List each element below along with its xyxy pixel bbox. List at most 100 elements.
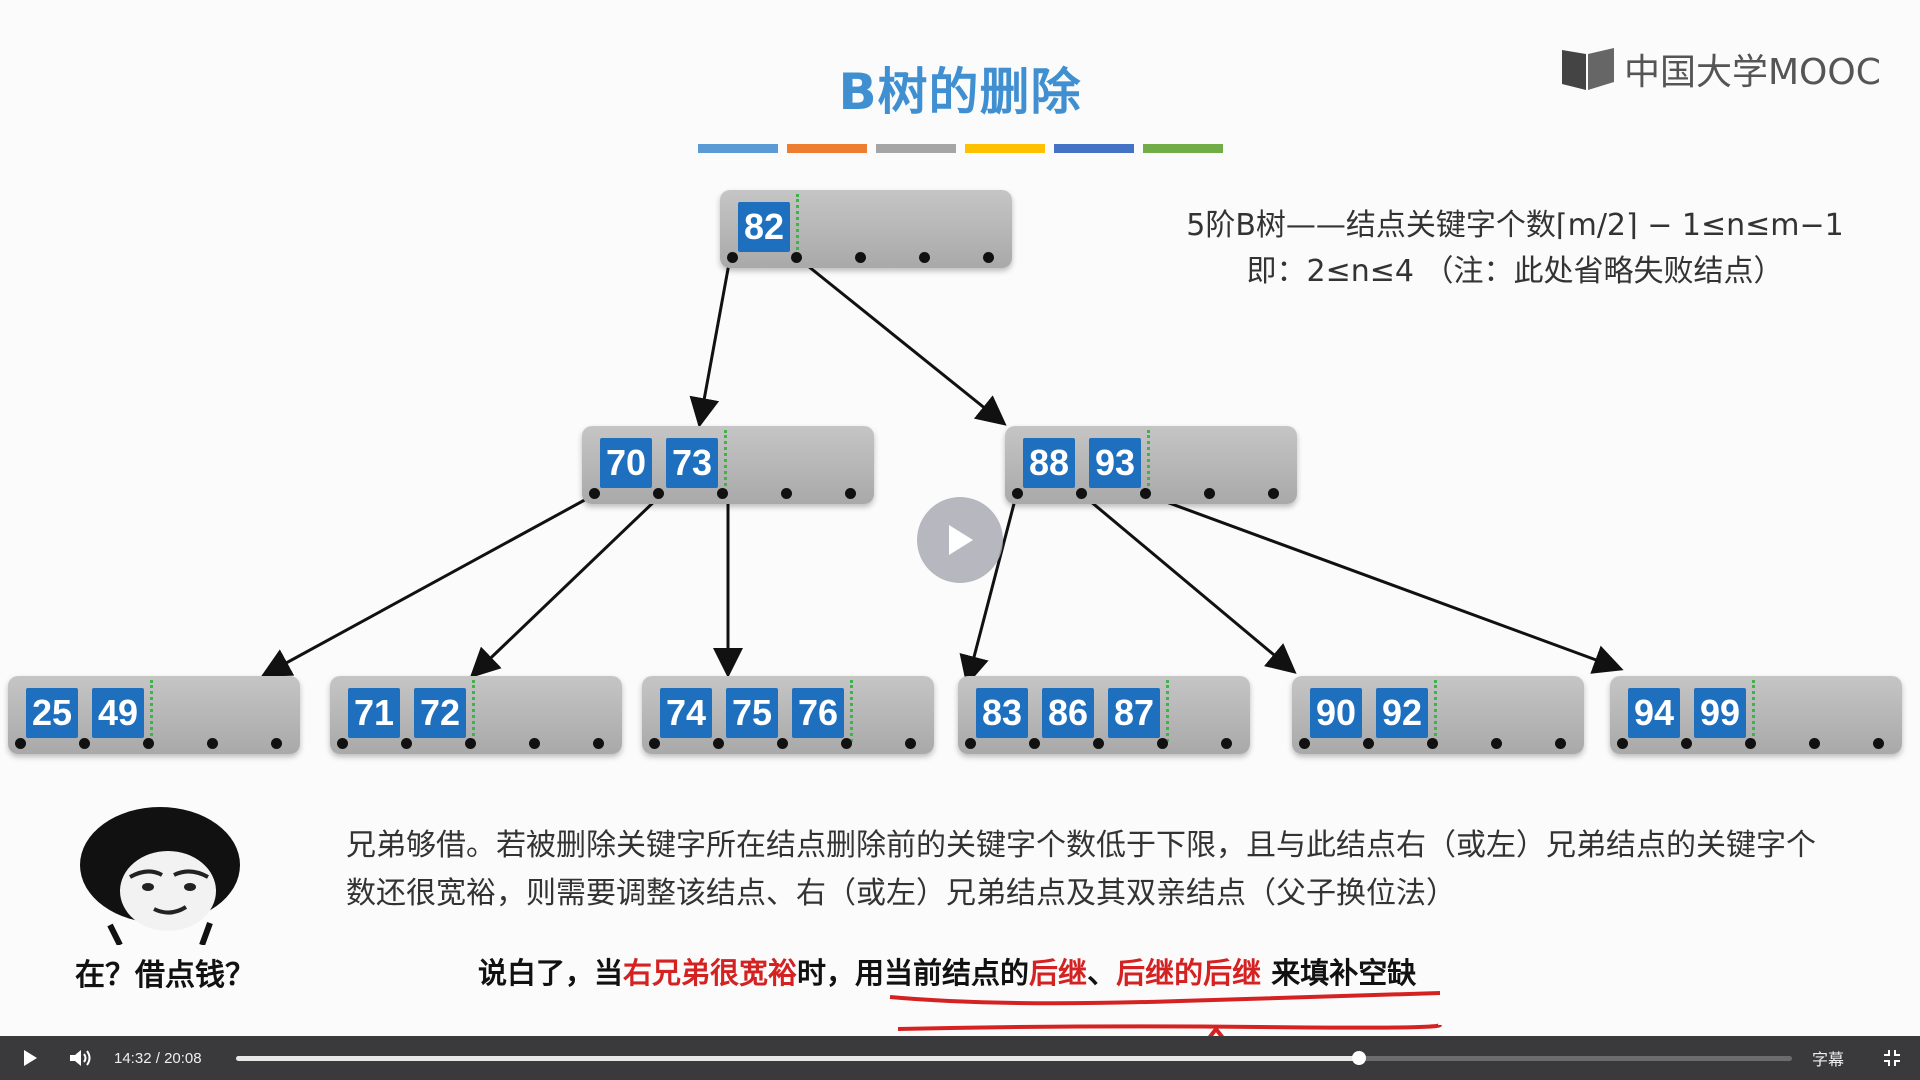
child-pointer: [401, 738, 412, 749]
node-key: 90: [1310, 688, 1362, 738]
summary-highlight: 右兄弟很宽裕: [623, 956, 798, 990]
play-button[interactable]: [10, 1036, 50, 1080]
meme-caption: 在？借点钱？: [75, 958, 255, 993]
node-key: 86: [1042, 688, 1094, 738]
child-pointer: [1221, 738, 1232, 749]
node-key: 70: [600, 438, 652, 488]
child-pointer: [1363, 738, 1374, 749]
child-pointer: [271, 738, 282, 749]
child-pointer: [965, 738, 976, 749]
child-pointer: [1809, 738, 1820, 749]
exit-fullscreen-button[interactable]: [1872, 1036, 1912, 1080]
child-pointer: [983, 252, 994, 263]
node-key: 74: [660, 688, 712, 738]
node-key: 76: [792, 688, 844, 738]
child-pointer: [143, 738, 154, 749]
child-pointer: [1140, 488, 1151, 499]
node-key: 93: [1089, 438, 1141, 488]
edge-root-right: [797, 256, 1007, 426]
child-pointer: [1076, 488, 1087, 499]
title-color-bar: [698, 144, 778, 153]
summary-part: 、: [1087, 956, 1117, 990]
child-pointer: [1093, 738, 1104, 749]
key-divider: [796, 194, 799, 256]
node-key: 83: [976, 688, 1028, 738]
play-icon: [24, 1050, 37, 1066]
child-pointer: [845, 488, 856, 499]
node-key: 94: [1628, 688, 1680, 738]
leaf-node: 71 72: [330, 676, 622, 754]
logo-text: 中国大学MOOC: [1624, 52, 1881, 93]
child-pointer: [841, 738, 852, 749]
video-controls: 14:32 / 20:08 字幕: [0, 1036, 1920, 1080]
child-pointer: [919, 252, 930, 263]
progress-bar[interactable]: [236, 1051, 1792, 1065]
root-node: 82: [720, 190, 1012, 268]
key-divider: [150, 680, 153, 742]
child-pointer: [717, 488, 728, 499]
child-pointer: [1157, 738, 1168, 749]
center-play-button[interactable]: [917, 497, 1003, 583]
subtitle-button[interactable]: 字幕: [1812, 1050, 1845, 1069]
child-pointer: [337, 738, 348, 749]
meme-face-image: [80, 807, 240, 945]
time-separator: /: [155, 1049, 160, 1067]
child-pointer: [777, 738, 788, 749]
child-pointer: [1873, 738, 1884, 749]
progress-thumb[interactable]: [1352, 1051, 1367, 1065]
summary-part: 来填补空缺: [1261, 956, 1417, 990]
child-pointer: [1029, 738, 1040, 749]
child-pointer: [1204, 488, 1215, 499]
current-time: 14:32: [114, 1049, 152, 1067]
child-pointer: [1681, 738, 1692, 749]
child-pointer: [207, 738, 218, 749]
child-pointer: [1617, 738, 1628, 749]
node-key: 25: [26, 688, 78, 738]
key-divider: [850, 680, 853, 742]
child-pointer: [1555, 738, 1566, 749]
mooc-logo: 中国大学MOOC: [1560, 44, 1881, 94]
title-color-bar: [1143, 144, 1223, 153]
play-icon: [949, 525, 973, 555]
volume-button[interactable]: [60, 1036, 100, 1080]
child-pointer: [1745, 738, 1756, 749]
edge-l1b-p2: [1149, 494, 1624, 674]
child-pointer: [593, 738, 604, 749]
progress-fill: [236, 1056, 1360, 1061]
rule-line-1: 5阶B树——结点关键字个数⌈m/2⌉ − 1≤n≤m−1: [1186, 208, 1844, 243]
tree-edges: [260, 256, 1624, 686]
summary-highlight: 后继的后继: [1116, 956, 1262, 990]
node-key: 71: [348, 688, 400, 738]
leaf-node: 94 99: [1610, 676, 1902, 754]
child-pointer: [79, 738, 90, 749]
node-key: 92: [1376, 688, 1428, 738]
summary-part: 时，用当前结点的: [797, 956, 1030, 990]
node-key: 99: [1694, 688, 1746, 738]
child-pointer: [649, 738, 660, 749]
node-key: 49: [92, 688, 144, 738]
key-divider: [1434, 680, 1437, 742]
key-divider: [472, 680, 475, 742]
edge-root-left: [689, 257, 732, 428]
edge-l1a-p0: [260, 494, 593, 677]
summary-part: 说白了，当: [478, 956, 624, 990]
child-pointer: [1299, 738, 1310, 749]
child-pointer: [653, 488, 664, 499]
key-divider: [1752, 680, 1755, 742]
child-pointer: [727, 252, 738, 263]
child-pointer: [589, 488, 600, 499]
key-divider: [1166, 680, 1169, 742]
edge-l1b-p0: [959, 495, 1018, 686]
child-pointer: [1427, 738, 1438, 749]
time-display: 14:32 / 20:08: [114, 1050, 202, 1067]
node-key: 72: [414, 688, 466, 738]
volume-icon: [70, 1050, 91, 1066]
explanation-text: 兄弟够借。若被删除关键字所在结点删除前的关键字个数低于下限，且与此结点右（或左）…: [346, 828, 1816, 911]
title-color-bar: [787, 144, 867, 153]
exit-fullscreen-icon: [1884, 1050, 1900, 1066]
edge-l1a-p1: [469, 494, 662, 679]
key-divider: [1147, 430, 1150, 492]
